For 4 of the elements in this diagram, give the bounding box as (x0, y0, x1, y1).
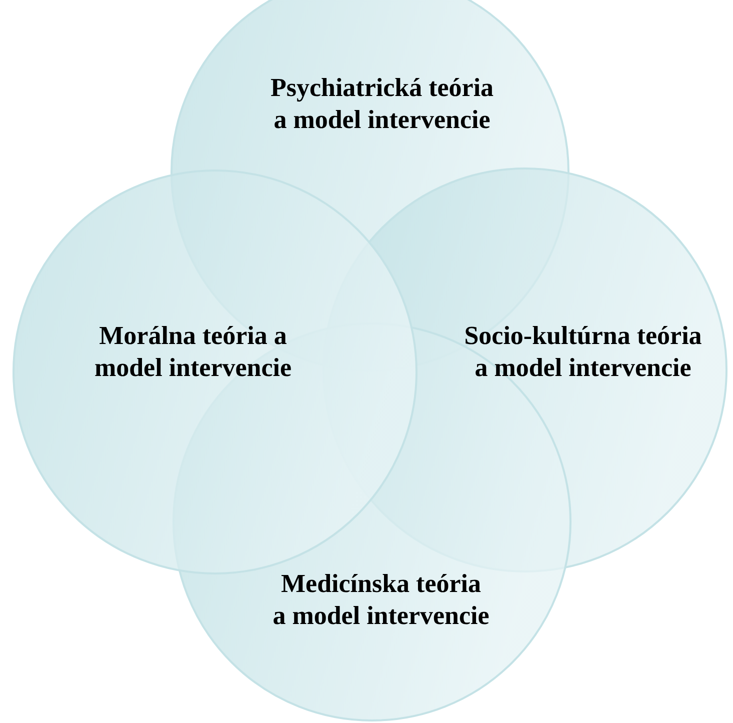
circle-label: Morálna teória a model intervencie (23, 320, 363, 384)
circle-label: Medicínska teória a model intervencie (216, 568, 546, 632)
circle-label: Psychiatrická teória a model intervencie (217, 72, 547, 136)
circle-label: Socio-kultúrna teória a model intervencie (433, 320, 733, 384)
